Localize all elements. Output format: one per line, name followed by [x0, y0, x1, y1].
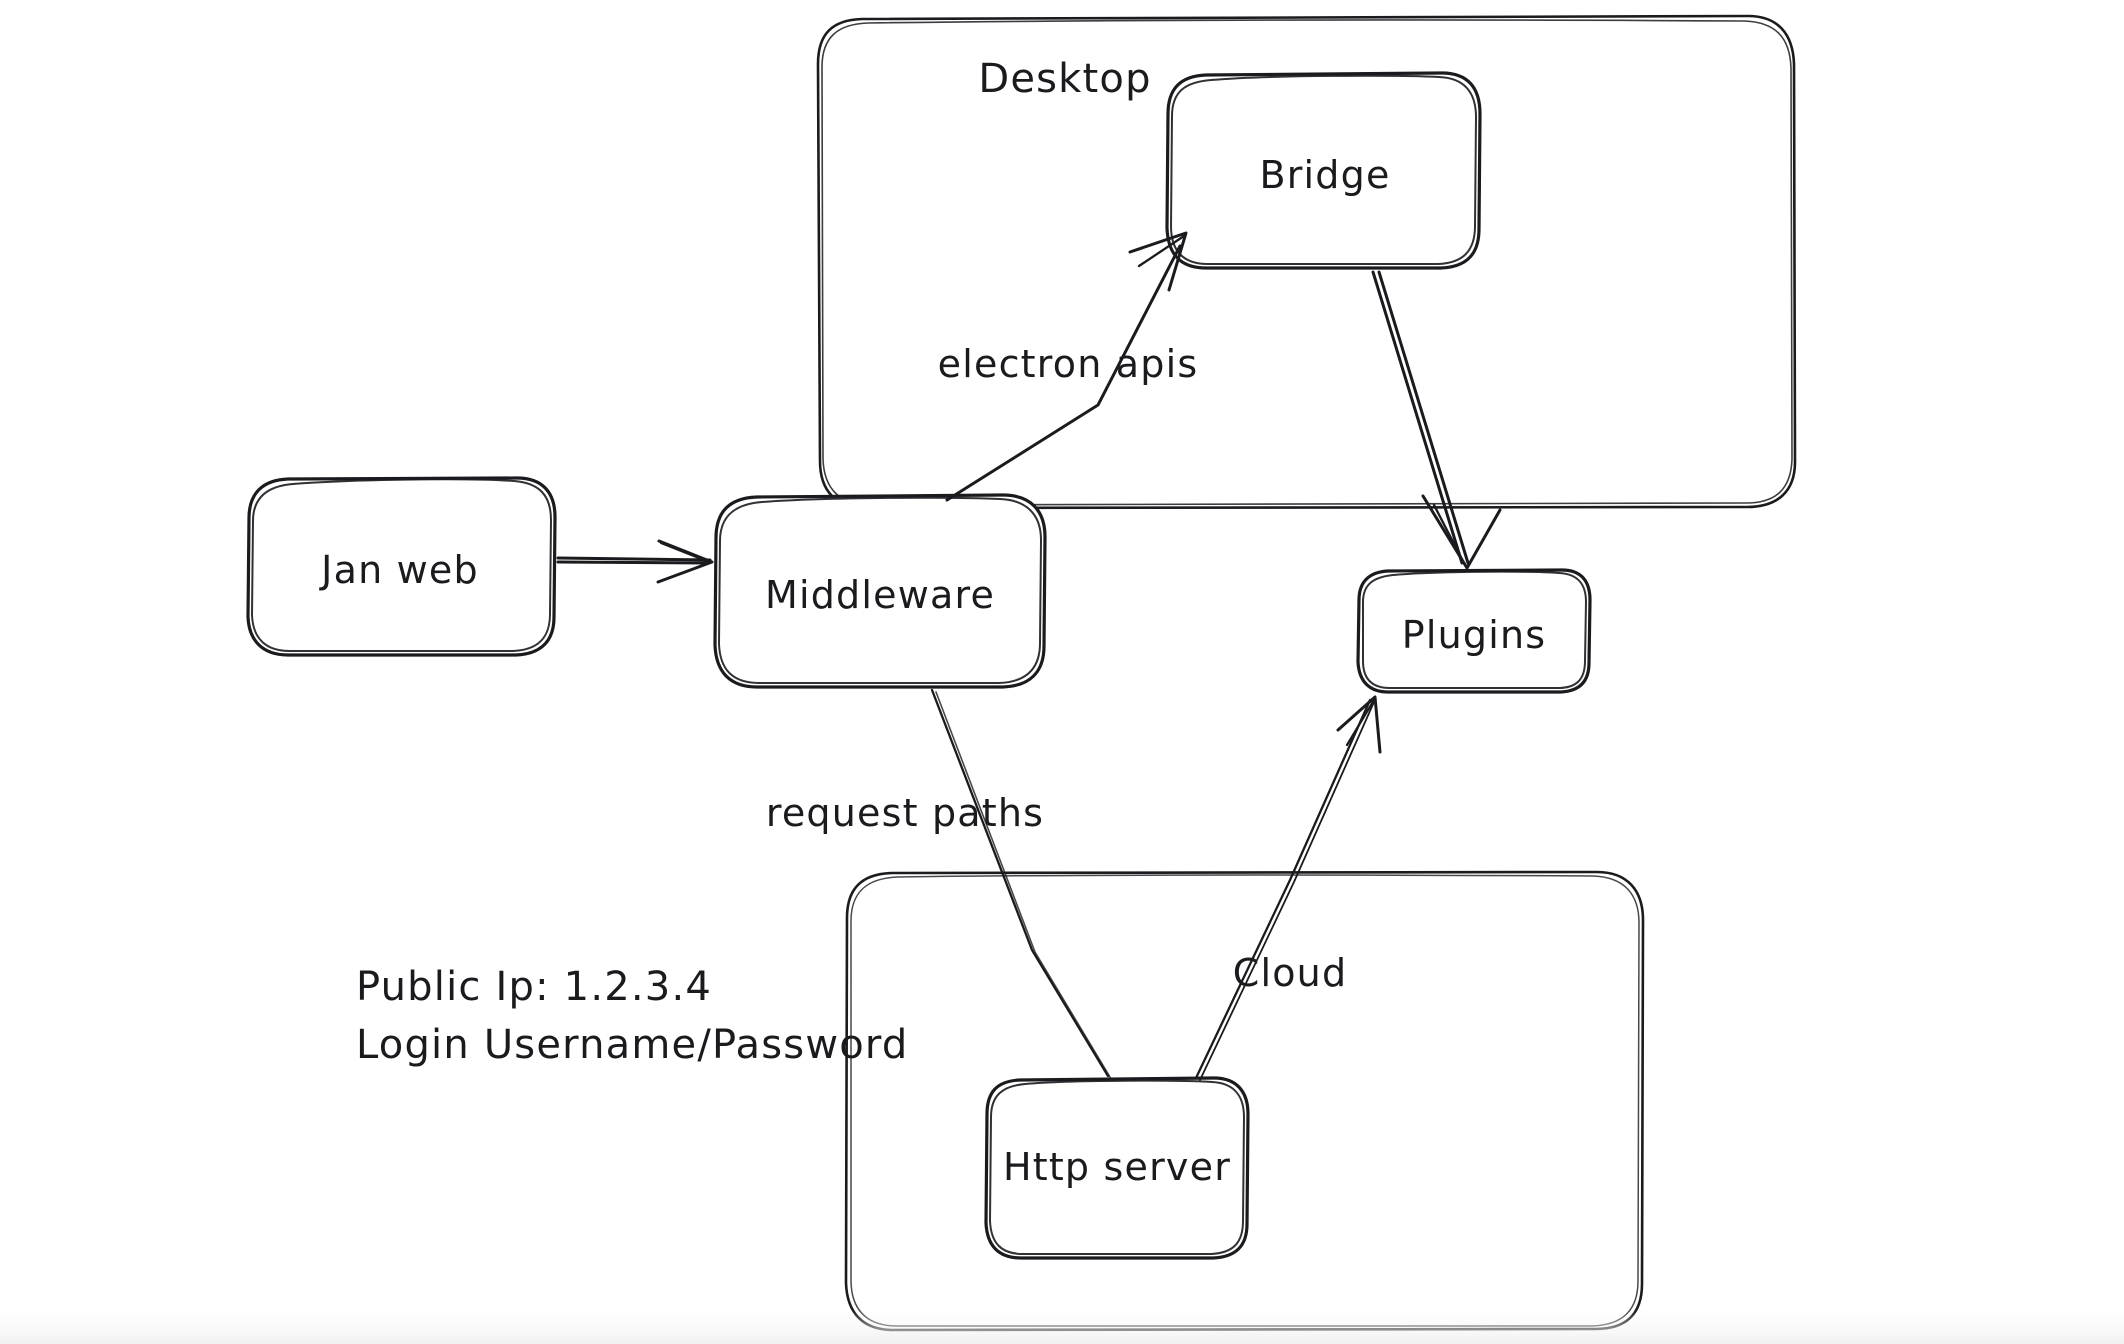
edge-middleware-to-http-server[interactable]: request paths	[766, 688, 1111, 1078]
note-public-ip: Public Ip: 1.2.3.4	[356, 964, 712, 1010]
node-middleware-label: Middleware	[765, 573, 995, 617]
edge-middleware-to-bridge[interactable]: electron apis	[938, 231, 1199, 502]
edge-http-server-to-plugins[interactable]: Cloud	[1194, 695, 1382, 1081]
edge-bridge-to-plugins[interactable]	[1371, 270, 1502, 570]
container-desktop-label: Desktop	[978, 56, 1151, 102]
edge-label-electron-apis: electron apis	[938, 342, 1199, 386]
edge-label-request-paths: request paths	[766, 791, 1044, 835]
node-bridge-label: Bridge	[1259, 153, 1390, 197]
node-jan-web[interactable]: Jan web	[246, 476, 557, 657]
node-plugins[interactable]: Plugins	[1356, 568, 1592, 694]
note-login: Login Username/Password	[356, 1022, 908, 1068]
edge-label-cloud: Cloud	[1233, 951, 1348, 995]
container-desktop[interactable]: Desktop	[816, 14, 1797, 510]
node-jan-web-label: Jan web	[319, 548, 479, 592]
node-plugins-label: Plugins	[1402, 613, 1547, 657]
node-bridge[interactable]: Bridge	[1165, 71, 1482, 270]
node-http-server-label: Http server	[1003, 1145, 1231, 1189]
node-middleware[interactable]: Middleware	[713, 493, 1047, 689]
note-block[interactable]: Public Ip: 1.2.3.4 Login Username/Passwo…	[356, 964, 908, 1068]
edge-jan-web-to-middleware[interactable]	[556, 539, 714, 584]
node-http-server[interactable]: Http server	[984, 1076, 1250, 1260]
